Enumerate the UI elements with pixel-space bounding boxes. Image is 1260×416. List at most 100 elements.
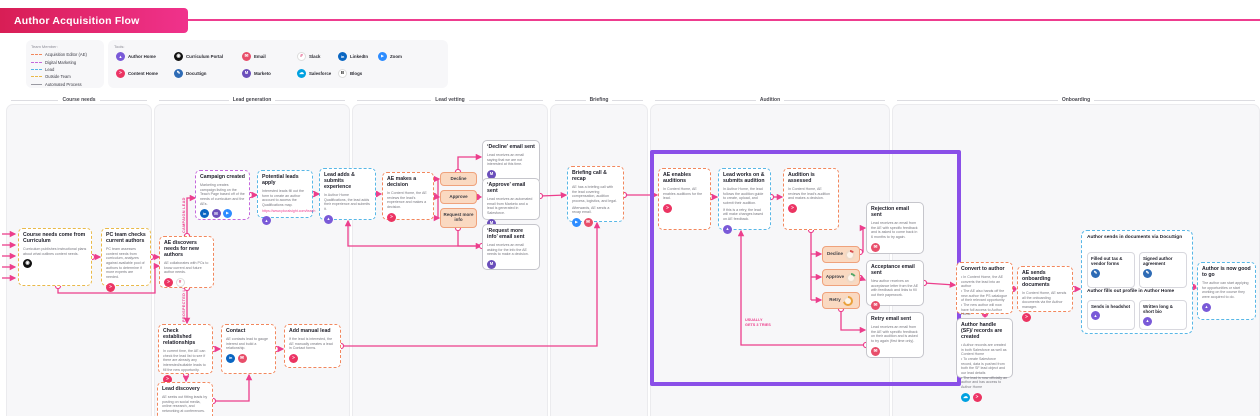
teach-link[interactable]: https://www.pluralsight.com/teach [262, 208, 316, 213]
node-audition-assessed: Audition is assessed In Content Home, AE… [783, 168, 839, 230]
retries-note: USUALLY GETS 3 TRIES [745, 318, 771, 328]
author-home-icon: ▲ [1091, 311, 1100, 321]
marketo-icon: M [487, 259, 496, 269]
team-member-legend: Team Member: Acquisition Editor (AE) Dig… [26, 40, 104, 88]
content-home-icon: > [116, 69, 125, 78]
tool-slack: #Slack [297, 52, 320, 61]
decision-approve: Approve [440, 190, 477, 204]
team-legend-label: Team Member: [31, 44, 58, 49]
node-lead-discovery: Lead discovery AE seeks out fitting lead… [157, 382, 213, 416]
card-signed-agreement: Signed author agreement ✎ [1139, 252, 1187, 288]
salesforce-icon: ☁ [297, 69, 306, 78]
author-home-icon: ▲ [324, 214, 333, 224]
node-author-good-to-go: Author is now good to go The author can … [1197, 262, 1256, 320]
node-convert-to-author: Convert to author • In Content Home, the… [956, 262, 1013, 330]
node-lead-adds-experience: Lead adds & submits experience In Author… [319, 168, 376, 224]
node-pc-team-checks: PC team checks current authors PC team a… [101, 228, 151, 292]
tool-content-home: >Content Home [116, 69, 158, 78]
author-home-icon: ▲ [723, 224, 732, 234]
curriculum-portal-icon: ◉ [174, 52, 183, 61]
content-home-icon: > [163, 375, 172, 385]
dm-swatch [31, 61, 42, 63]
content-home-icon: > [972, 392, 982, 402]
node-contact: Contact AE contacts lead to gauge intere… [221, 324, 276, 374]
salesforce-icon: ☁ [961, 392, 970, 402]
node-ae-enables-auditions: AE enables auditions In Content Home, AE… [658, 168, 711, 230]
node-ae-sends-onboarding-docs: AE sends onboarding documents In Content… [1017, 266, 1073, 322]
legend-item-lead: Lead [31, 66, 99, 73]
node-lead-submits-audition: Lead works on & submits audition In Auth… [718, 168, 771, 234]
blogs-icon: B [338, 69, 347, 78]
node-briefing-call-recap: Briefing call & recap AE has a briefing … [567, 166, 624, 227]
linkedin-icon: in [226, 353, 235, 363]
author-home-icon: ▲ [262, 216, 271, 226]
content-home-icon: > [164, 277, 173, 287]
tool-author-home: ▲Author Home [116, 52, 156, 61]
legend-item-ae: Acquisition Editor (AE) [31, 51, 99, 58]
zoom-icon: ▶ [378, 52, 387, 61]
retry-stat-badge [842, 295, 853, 306]
ae-swatch [31, 54, 42, 56]
decision-audition-retry: Retry [822, 292, 860, 309]
node-check-relationships: Check established relationships In curre… [158, 324, 213, 385]
title-rule [188, 19, 1260, 21]
tool-zoom: ▶Zoom [378, 52, 402, 61]
zoom-icon: ▶ [223, 209, 232, 219]
legend-item-outside-team: Outside Team [31, 73, 99, 80]
email-icon: ✉ [237, 353, 247, 363]
email-icon: ✉ [242, 52, 251, 61]
slack-icon: # [175, 277, 185, 287]
email-icon: ✉ [871, 242, 880, 252]
lane-onboarding: Onboarding [892, 97, 1260, 416]
tools-legend: Tools: ▲Author Home ◉Curriculum Portal ✉… [108, 40, 448, 88]
node-retry-email-sent: Retry email sent Lead receives an email … [866, 312, 924, 358]
tool-docusign: ✎DocuSign [174, 69, 207, 78]
author-home-icon: ▲ [116, 52, 125, 61]
marketo-icon: M [242, 69, 251, 78]
node-decline-email-sent: ‘Decline’ email sent Lead receives an em… [482, 140, 540, 184]
tool-email: ✉Email [242, 52, 266, 61]
tools-legend-label: Tools: [114, 44, 125, 49]
marketo-icon: M [487, 169, 496, 179]
linkedin-icon: in [338, 52, 347, 61]
node-author-records-created: Author handle (SF)/ records are created … [956, 318, 1013, 402]
email-icon: ✉ [871, 346, 880, 356]
node-ae-discovers-needs: AE discovers needs for new authors AE co… [159, 236, 214, 288]
tool-curriculum-portal: ◉Curriculum Portal [174, 52, 223, 61]
content-home-icon: > [387, 212, 396, 222]
node-add-manual-lead: Add manual lead If the lead is intereste… [284, 324, 341, 368]
email-icon: ✉ [583, 217, 593, 227]
decision-audition-decline: Decline [822, 246, 860, 263]
docusign-section-heading: Author sends in documents via DocuSign [1087, 235, 1183, 240]
author-home-icon: ▲ [1143, 316, 1152, 326]
profile-section-heading-wrap: Author fills out profile in Author Home [1083, 289, 1191, 298]
node-request-more-info-email-sent: ‘Request more info’ email sent Lead rece… [482, 224, 540, 270]
outside-team-swatch [31, 76, 42, 78]
docusign-icon: ✎ [1143, 268, 1152, 278]
campaign-lead-label: CAMPAIGN LEAD [182, 197, 186, 233]
page-title: Author Acquisition Flow [14, 14, 140, 27]
content-home-icon: > [289, 353, 298, 363]
node-rejection-email-sent: Rejection email sent Lead receives an em… [866, 202, 924, 254]
decline-stat-badge [845, 249, 855, 260]
node-ae-makes-decision: AE makes a decision In Content Home, the… [382, 172, 434, 222]
node-potential-leads-apply: Potential leads apply Interested leads f… [257, 170, 316, 226]
content-home-icon: > [788, 203, 797, 213]
zoom-icon: ▶ [572, 217, 581, 227]
docusign-icon: ✎ [1091, 268, 1100, 278]
card-tax-vendor-forms: Filled out tax & vendor forms ✎ [1087, 252, 1135, 288]
legend-item-digital-marketing: Digital Marketing [31, 58, 99, 65]
content-home-icon: > [663, 203, 672, 213]
marketo-icon: M [211, 209, 221, 219]
node-campaign-created: Campaign created Marketing creates campa… [195, 170, 250, 220]
tool-salesforce: ☁Salesforce [297, 69, 332, 78]
decision-audition-approve: Approve [822, 269, 860, 286]
approve-stat-badge [846, 272, 857, 283]
author-home-icon: ▲ [1202, 302, 1211, 312]
content-home-icon: > [1022, 312, 1031, 322]
content-home-icon: > [106, 282, 115, 292]
